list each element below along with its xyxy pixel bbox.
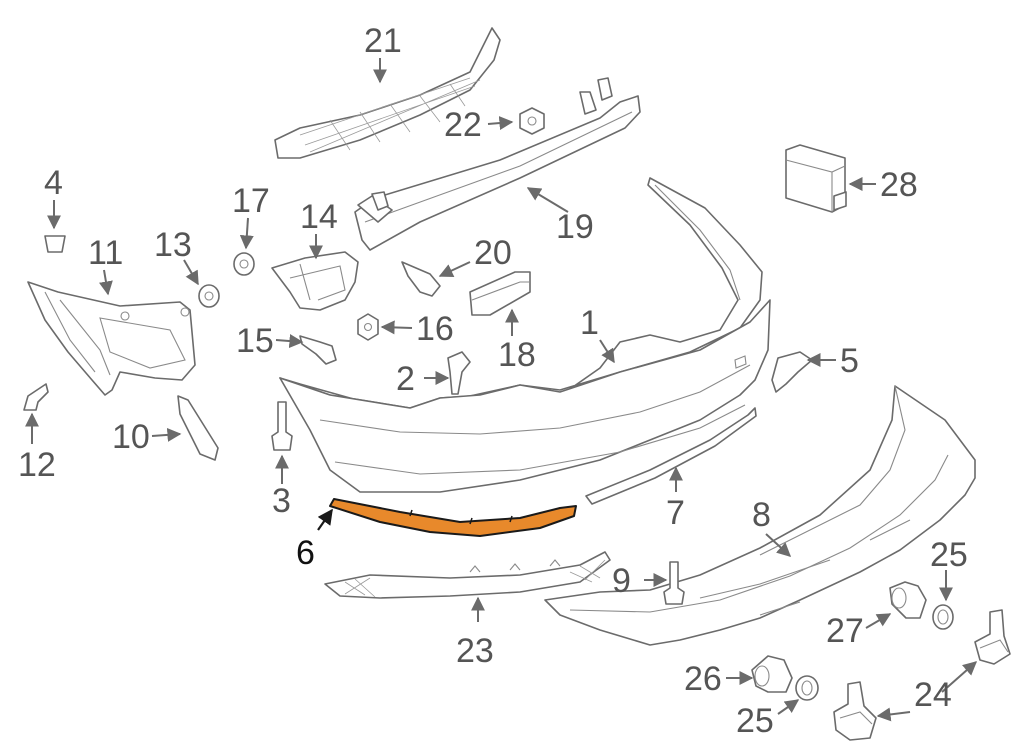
- part-12-bolt: [23, 383, 49, 411]
- callout-11: 11: [88, 234, 123, 272]
- callout-27: 27: [826, 612, 864, 650]
- part-14-bracket: [271, 251, 359, 311]
- callout-20: 20: [474, 234, 512, 272]
- part-6-trim-strip-highlighted: [329, 498, 577, 537]
- callout-13: 13: [154, 226, 192, 264]
- callout-2: 2: [396, 360, 415, 398]
- part-17-clip: [233, 252, 255, 276]
- part-22-nut: [519, 107, 545, 135]
- part-24-sensor-upper: [974, 609, 1011, 665]
- callout-25-lower: 25: [736, 702, 774, 740]
- callout-10: 10: [112, 418, 150, 456]
- part-8-diffuser: [544, 385, 976, 646]
- part-7-trim-strip: [585, 407, 757, 505]
- callout-15: 15: [236, 322, 274, 360]
- callout-23: 23: [456, 632, 494, 670]
- part-26-sensor-holder: [751, 655, 793, 693]
- callout-1: 1: [580, 304, 599, 342]
- callout-labels: 21 22 28 4 19 17 14 11 13 20 1 18 16 15 …: [18, 22, 968, 740]
- part-21-upper-absorber: [274, 27, 501, 159]
- part-18-bracket: [469, 271, 531, 316]
- callout-17: 17: [232, 182, 270, 220]
- callout-12: 12: [18, 446, 56, 484]
- callout-14: 14: [300, 198, 338, 236]
- part-25-ring-right: [932, 604, 954, 630]
- callout-8: 8: [752, 496, 771, 534]
- part-15-bolt: [299, 335, 337, 365]
- part-28-control-module: [785, 144, 847, 213]
- part-11-mounting-bracket: [27, 281, 196, 396]
- callout-26: 26: [684, 660, 722, 698]
- part-23-lower-insert: [324, 551, 611, 599]
- callout-7: 7: [666, 494, 685, 532]
- callout-25-right: 25: [930, 536, 968, 574]
- callout-24: 24: [914, 676, 952, 714]
- part-10-plate: [177, 395, 219, 461]
- part-24-sensor-lower: [833, 681, 877, 741]
- leader-lines: [25, 58, 978, 722]
- part-2-bolt: [447, 351, 471, 395]
- callout-18: 18: [498, 336, 536, 374]
- part-27-sensor: [889, 581, 927, 619]
- part-5-bracket: [771, 351, 813, 393]
- part-1-bumper-cover: [279, 177, 771, 493]
- callout-28: 28: [880, 166, 918, 204]
- part-19-reinforcement-beam: [354, 77, 641, 251]
- part-3-bolt: [271, 401, 293, 451]
- callout-5: 5: [840, 342, 859, 380]
- part-25-ring-lower: [795, 675, 819, 701]
- callout-16: 16: [416, 310, 454, 348]
- callout-21: 21: [364, 22, 402, 60]
- callout-6: 6: [296, 534, 315, 572]
- callout-19: 19: [556, 208, 594, 246]
- part-16-nut: [357, 313, 379, 341]
- callout-3: 3: [272, 482, 291, 520]
- callout-22: 22: [444, 106, 482, 144]
- callout-9: 9: [612, 562, 631, 600]
- callout-4: 4: [44, 164, 63, 202]
- part-9-bolt: [663, 561, 685, 605]
- part-4-clip: [44, 235, 66, 253]
- part-13-clip: [198, 284, 220, 308]
- part-20-bolt: [401, 261, 441, 297]
